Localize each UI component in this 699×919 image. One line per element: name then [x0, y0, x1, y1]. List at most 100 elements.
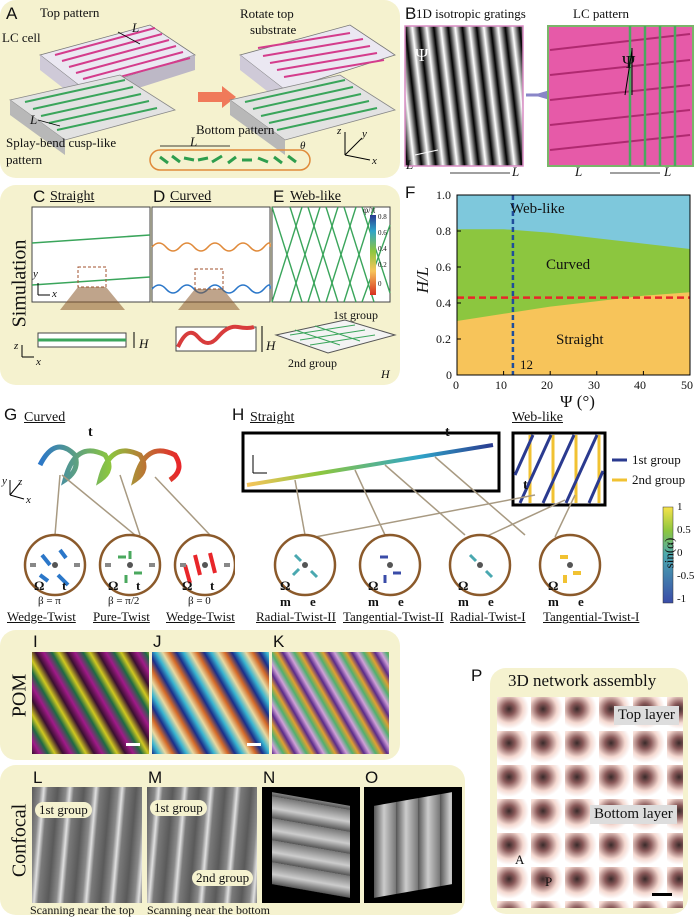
h-m-1: m	[280, 594, 291, 609]
c-h: H	[139, 336, 149, 351]
marker-12: 12	[520, 357, 533, 372]
l-scan-label: Scanning near the top	[30, 903, 135, 917]
panel-letter-p: P	[471, 666, 483, 685]
panel-letter-d: D	[153, 187, 166, 206]
d-title: Curved	[170, 189, 212, 204]
g-beta-2: β = π/2	[108, 595, 140, 607]
h-m-2: m	[368, 594, 379, 609]
region-curved: Curved	[546, 257, 591, 273]
h-name-3: Radial-Twist-I	[450, 609, 526, 624]
b-l-4: L	[664, 164, 672, 179]
splay-label-2: pattern	[6, 152, 43, 167]
region-straight: Straight	[556, 332, 604, 348]
b-psi-right: Ψ	[622, 52, 636, 72]
m-scan-label: Scanning near the bottom	[147, 903, 270, 917]
l-first-group: 1st group	[35, 802, 92, 818]
c-axis-y: y	[33, 268, 38, 280]
panel-letter-c: C	[33, 187, 46, 206]
h-weblike: Web-like	[512, 410, 563, 425]
b-psi-left: Ψ	[415, 45, 429, 65]
h-name-2: Tangential-Twist-II	[343, 609, 444, 624]
confocal-image-n	[262, 787, 360, 903]
p-axis-p: P	[545, 874, 553, 889]
e-title: Web-like	[290, 189, 341, 204]
panel-letter-m: M	[148, 768, 163, 787]
f-ylabel: H/L	[413, 266, 433, 294]
c-axis-x: x	[52, 288, 57, 300]
g-t-2: t	[136, 578, 141, 593]
h-omega-3: Ω	[458, 578, 469, 593]
simulation-figure	[21, 206, 397, 358]
h-omega-2: Ω	[368, 578, 379, 593]
g-axis-x: x	[26, 494, 31, 506]
g-name-1: Wedge-Twist	[7, 609, 76, 624]
h-t-web: t	[523, 478, 528, 493]
g-t-1: t	[62, 578, 67, 593]
d-h: H	[266, 338, 276, 353]
panel-a-figure	[9, 24, 396, 171]
g-beta-1: β = π	[38, 595, 61, 607]
g-name-2: Pure-Twist	[93, 609, 150, 624]
h-omega-1: Ω	[280, 578, 291, 593]
scalebar-i	[126, 743, 140, 746]
region-web-like: Web-like	[510, 201, 565, 217]
panel-letter-i: I	[33, 632, 38, 651]
h-t-straight: t	[445, 425, 450, 440]
h-straight: Straight	[250, 410, 295, 425]
substrate-label: substrate	[250, 22, 297, 37]
h-name-1: Radial-Twist-II	[256, 609, 336, 624]
h-omega-4: Ω	[548, 578, 559, 593]
bottom-pattern-label: Bottom pattern	[196, 122, 275, 137]
rotate-label: Rotate top	[240, 6, 294, 21]
h-first-group: 1st group	[632, 452, 681, 467]
e-h: H	[381, 367, 390, 381]
panel-letter-k: K	[273, 632, 285, 651]
h-name-4: Tangential-Twist-I	[543, 609, 640, 624]
m-second-group: 2nd group	[192, 870, 254, 886]
a-axis-x: x	[372, 155, 377, 167]
m-first-group: 1st group	[150, 800, 207, 816]
scalebar-j	[247, 743, 261, 746]
p-top-layer: Top layer	[614, 706, 679, 725]
a-axis-z: z	[337, 125, 342, 137]
panel-letter-o: O	[365, 768, 379, 787]
b-l-3: L	[575, 164, 583, 179]
scalebar-p	[652, 893, 672, 896]
panel-letter-b: B	[405, 4, 417, 23]
lc-pattern-label: LC pattern	[573, 6, 629, 21]
panel-letter-f: F	[405, 183, 416, 202]
top-pattern-label: Top pattern	[40, 5, 100, 20]
h-second-group: 2nd group	[632, 472, 686, 487]
p-image	[497, 697, 683, 908]
confocal-tag: Confocal	[8, 803, 31, 878]
p-axis-a: A	[515, 852, 525, 867]
g-axis-z: z	[18, 476, 23, 488]
g-omega-1: Ω	[34, 578, 45, 593]
a-l-inset: L	[190, 134, 198, 149]
g-t: t	[88, 425, 93, 440]
a-theta: θ	[300, 140, 306, 152]
a-axis-y: y	[362, 128, 367, 140]
a-l-top: L	[132, 20, 140, 35]
p-title: 3D network assembly	[508, 671, 657, 690]
p-bottom-layer: Bottom layer	[590, 805, 677, 824]
c-axis-z: z	[14, 340, 19, 352]
pom-tag: POM	[8, 673, 31, 718]
phase-diagram	[456, 194, 691, 376]
e-second: 2nd group	[288, 356, 337, 370]
splay-label-1: Splay-bend cusp-like	[6, 135, 117, 150]
panel-h-figure	[241, 431, 674, 604]
e-first: 1st group	[333, 308, 378, 322]
e-cb-label: φ/π	[363, 205, 376, 215]
f-xlabel: Ψ (°)	[560, 392, 595, 411]
panel-letter-h: H	[232, 405, 245, 424]
h-e-4: e	[578, 594, 584, 609]
h-e-3: e	[488, 594, 494, 609]
panel-letter-a: A	[6, 4, 18, 23]
g-t-3: t	[210, 578, 215, 593]
a-l-bottom: L	[30, 112, 38, 127]
g-name-3: Wedge-Twist	[166, 609, 235, 624]
g-omega-2: Ω	[108, 578, 119, 593]
g-beta-3: β = 0	[188, 595, 211, 607]
panel-b-figure	[404, 25, 694, 174]
